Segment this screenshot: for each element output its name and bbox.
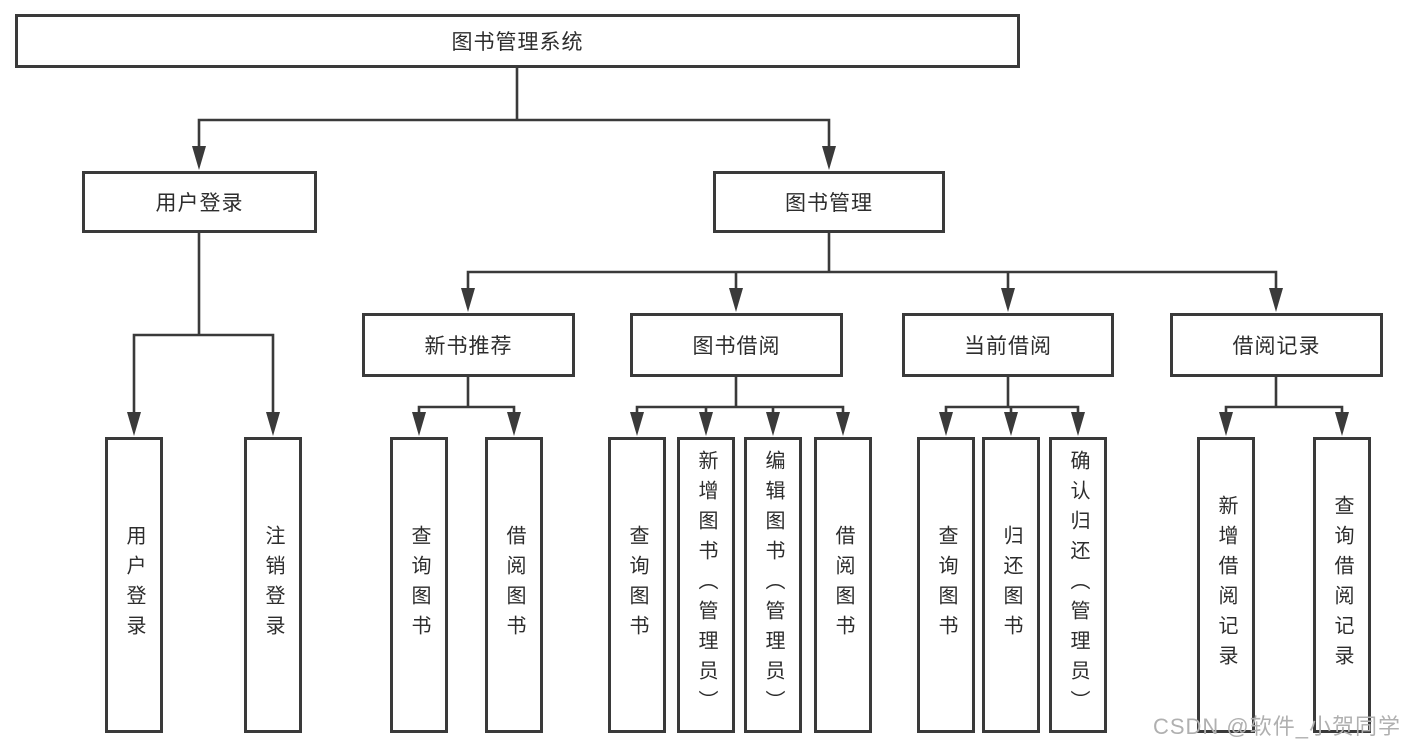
leaf-logout: 注销登录 — [244, 437, 302, 733]
connector-current — [944, 375, 1080, 418]
connector-borrowing — [635, 375, 845, 418]
leaf-user-login: 用户登录 — [105, 437, 163, 733]
connector-user-login — [132, 231, 275, 418]
leaf-edit-books-admin: 编辑图书（管理员） — [744, 437, 802, 733]
connector-root — [197, 66, 831, 152]
leaf-borrowing-borrow-books: 借阅图书 — [814, 437, 872, 733]
node-book-management: 图书管理 — [713, 171, 945, 233]
leaf-add-borrow-record: 新增借阅记录 — [1197, 437, 1255, 733]
leaf-current-query-books: 查询图书 — [917, 437, 975, 733]
node-current-borrowing: 当前借阅 — [902, 313, 1114, 377]
arrowheads — [127, 146, 1349, 436]
connector-book-management — [466, 231, 1278, 294]
leaf-recommend-query-books: 查询图书 — [390, 437, 448, 733]
connector-recommend — [417, 375, 516, 418]
node-user-login: 用户登录 — [82, 171, 317, 233]
leaf-query-borrow-record: 查询借阅记录 — [1313, 437, 1371, 733]
leaf-borrowing-query-books: 查询图书 — [608, 437, 666, 733]
node-book-borrowing: 图书借阅 — [630, 313, 843, 377]
node-borrowing-records: 借阅记录 — [1170, 313, 1383, 377]
leaf-add-books-admin: 新增图书（管理员） — [677, 437, 735, 733]
connector-records — [1224, 375, 1344, 418]
leaf-recommend-borrow-books: 借阅图书 — [485, 437, 543, 733]
leaf-confirm-return-admin: 确认归还（管理员） — [1049, 437, 1107, 733]
csdn-watermark: CSDN @软件_小贺同学 — [1152, 714, 1401, 739]
leaf-return-books: 归还图书 — [982, 437, 1040, 733]
node-root: 图书管理系统 — [15, 14, 1020, 68]
node-new-book-recommendation: 新书推荐 — [362, 313, 575, 377]
